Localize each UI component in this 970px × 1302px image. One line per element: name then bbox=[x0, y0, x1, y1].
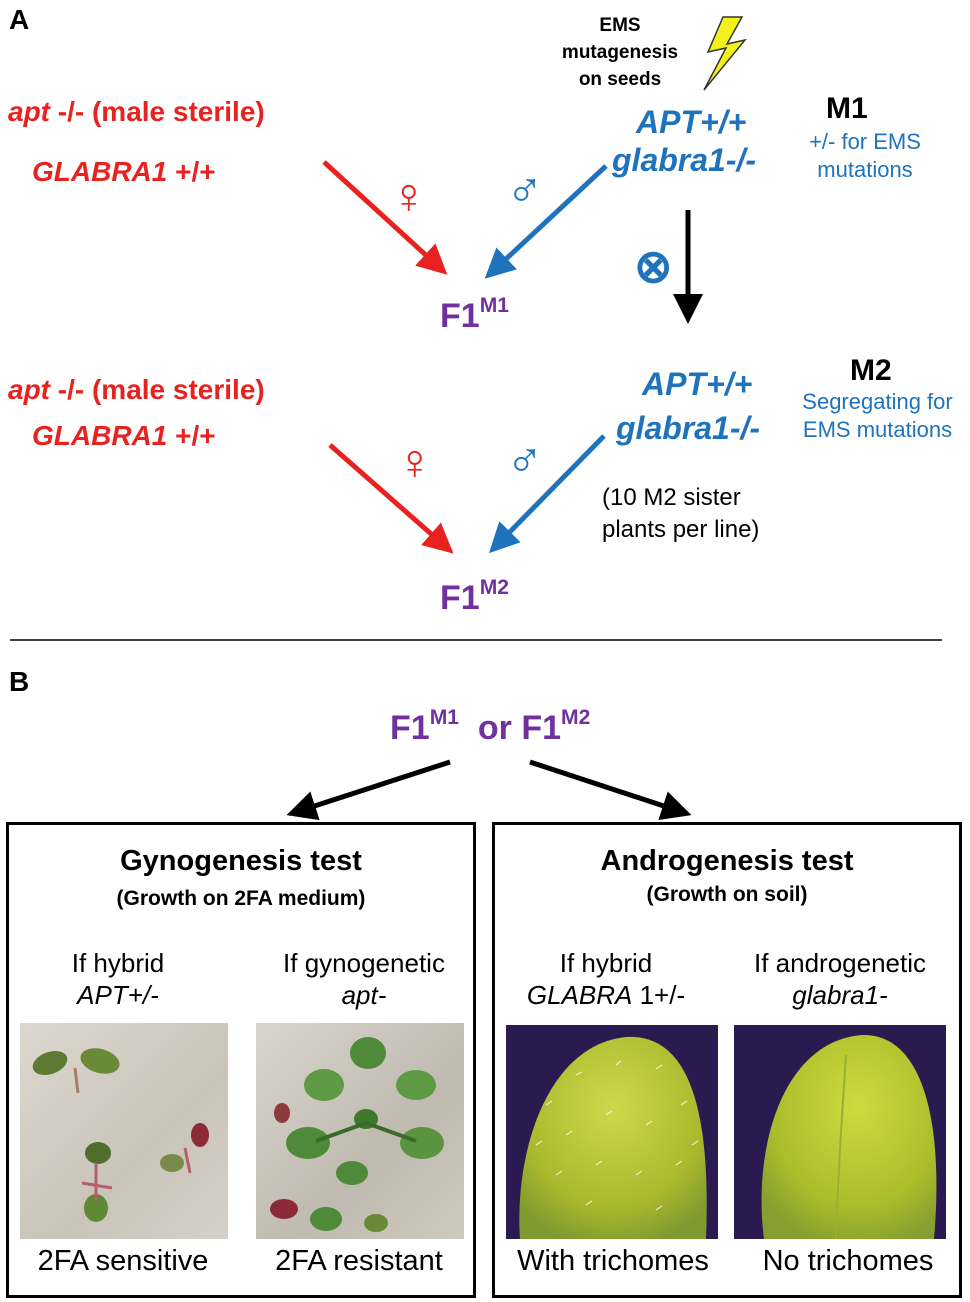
gyno-hybrid-genotype: APT+/- bbox=[77, 980, 159, 1010]
ems-note: EMS mutagenesis on seeds bbox=[560, 12, 680, 93]
generation-note-m1: +/- for EMS mutations bbox=[790, 128, 940, 184]
female-arrow-m2 bbox=[328, 443, 454, 554]
female-genotype-m2-line1: apt -/- (male sterile) bbox=[8, 374, 265, 406]
panel-b-title: F1M1 or F1M2 bbox=[390, 706, 590, 748]
male-arrow-m1 bbox=[484, 164, 608, 279]
arrow-to-gynogenesis bbox=[286, 759, 451, 821]
ems-line-2: mutagenesis bbox=[561, 42, 679, 63]
androgenesis-title: Androgenesis test bbox=[600, 845, 854, 877]
female-apt-status-m2: -/- (male sterile) bbox=[50, 374, 265, 405]
offspring-f1-m1-base: F1 bbox=[440, 297, 480, 336]
sister-plants-note-line2: plants per line) bbox=[602, 516, 760, 543]
female-genotype-m1-line1: apt -/- (male sterile) bbox=[8, 96, 265, 128]
female-glabra1-status-m2: +/+ bbox=[167, 420, 216, 451]
gyno-gynogenetic-genotype: apt- bbox=[341, 980, 387, 1010]
female-glabra1-status: +/+ bbox=[167, 156, 216, 187]
generation-label-m2: M2 bbox=[850, 354, 892, 387]
seedling-photo-sensitive bbox=[20, 1023, 228, 1239]
ems-line-3: on seeds bbox=[578, 69, 662, 90]
generation-note-m2-line1: Segregating for bbox=[802, 389, 953, 414]
f1-m1-sup-b: M1 bbox=[429, 706, 459, 729]
male-symbol-m1: ♂ bbox=[506, 162, 544, 218]
female-symbol-m1: ♀ bbox=[390, 168, 428, 224]
offspring-f1-m2: F1M2 bbox=[440, 576, 509, 618]
andro-androgenetic-genotype: glabra1- bbox=[792, 980, 888, 1010]
gyno-hybrid-line1: If hybrid bbox=[71, 948, 165, 978]
leaf-photo-with-trichomes bbox=[506, 1025, 718, 1239]
gyno-sensitive-caption: 2FA sensitive bbox=[37, 1245, 209, 1277]
generation-note-m2-line2: EMS mutations bbox=[802, 417, 953, 442]
androgenesis-subtitle: (Growth on soil) bbox=[646, 883, 808, 906]
gynogenesis-test-panel: Gynogenesis test (Growth on 2FA medium) … bbox=[6, 822, 476, 1298]
gyno-resistant-caption: 2FA resistant bbox=[275, 1245, 443, 1277]
female-gene-apt-m2: apt bbox=[8, 374, 50, 405]
offspring-f1-m2-base: F1 bbox=[440, 579, 480, 618]
generation-label-m1: M1 bbox=[826, 92, 868, 125]
female-gene-glabra1: GLABRA1 bbox=[32, 156, 168, 187]
f1-m2-base-b: F1 bbox=[521, 709, 562, 748]
andro-androgenetic-label: If androgenetic glabra1- bbox=[721, 947, 959, 1011]
offspring-f1-m1: F1M1 bbox=[440, 294, 509, 336]
self-cross-icon: ⊗ bbox=[634, 240, 673, 292]
andro-hybrid-label: If hybrid GLABRA 1+/- bbox=[499, 947, 713, 1011]
male-arrow-m2 bbox=[488, 434, 606, 554]
gyno-gynogenetic-line1: If gynogenetic bbox=[283, 948, 445, 978]
gyno-gynogenetic-label: If gynogenetic apt- bbox=[249, 947, 479, 1011]
panel-b-label: B bbox=[9, 666, 30, 697]
andro-hybrid-genotype: GLABRA 1+/- bbox=[499, 979, 713, 1011]
male-genotype-m1-line2: glabra1-/- bbox=[612, 142, 757, 178]
female-gene-apt: apt bbox=[8, 96, 50, 127]
panel-a-label: A bbox=[9, 4, 30, 35]
arrow-to-androgenesis bbox=[529, 759, 692, 820]
andro-hybrid-gene: GLABRA bbox=[526, 980, 633, 1010]
andro-hybrid-line1: If hybrid bbox=[559, 948, 653, 978]
ems-line-1: EMS bbox=[599, 15, 641, 36]
offspring-f1-m1-sup: M1 bbox=[479, 294, 509, 317]
andro-no-trichomes-caption: No trichomes bbox=[762, 1245, 934, 1277]
sister-plants-note-line1: (10 M2 sister bbox=[602, 484, 741, 511]
female-arrow-m1 bbox=[322, 160, 448, 275]
female-gene-glabra1-m2: GLABRA1 bbox=[32, 420, 168, 451]
seedling-photo-resistant bbox=[256, 1023, 464, 1239]
andro-with-trichomes-caption: With trichomes bbox=[517, 1245, 709, 1277]
male-genotype-m1-line1: APT+/+ bbox=[636, 104, 747, 140]
female-genotype-m1-line2: GLABRA1 +/+ bbox=[32, 156, 216, 188]
female-symbol-m2: ♀ bbox=[396, 434, 434, 490]
f1-m2-sup-b: M2 bbox=[561, 706, 591, 729]
male-genotype-m2-line1: APT+/+ bbox=[642, 366, 753, 402]
generation-note-m2: Segregating for EMS mutations bbox=[785, 388, 970, 444]
gyno-hybrid-label: If hybrid APT+/- bbox=[13, 947, 223, 1011]
generation-note-m1-line1: +/- for EMS bbox=[809, 129, 921, 154]
sister-plants-note: (10 M2 sister plants per line) bbox=[602, 482, 759, 546]
f1-m1-base-b: F1 bbox=[390, 709, 430, 748]
lightning-icon bbox=[703, 16, 747, 91]
male-genotype-m2-line2: glabra1-/- bbox=[616, 410, 761, 446]
female-apt-status: -/- (male sterile) bbox=[50, 96, 265, 127]
male-symbol-m2: ♂ bbox=[506, 432, 544, 488]
gynogenesis-subtitle: (Growth on 2FA medium) bbox=[116, 887, 366, 910]
or-word: or bbox=[477, 709, 512, 748]
androgenesis-test-panel: Androgenesis test (Growth on soil) If hy… bbox=[492, 822, 962, 1298]
leaf-photo-no-trichomes bbox=[734, 1025, 946, 1239]
female-genotype-m2-line2: GLABRA1 +/+ bbox=[32, 420, 216, 452]
gynogenesis-title: Gynogenesis test bbox=[120, 845, 362, 877]
andro-hybrid-status: 1+/- bbox=[632, 980, 686, 1010]
generation-note-m1-line2: mutations bbox=[817, 157, 913, 182]
andro-androgenetic-line1: If androgenetic bbox=[753, 948, 926, 978]
offspring-f1-m2-sup: M2 bbox=[479, 576, 509, 599]
